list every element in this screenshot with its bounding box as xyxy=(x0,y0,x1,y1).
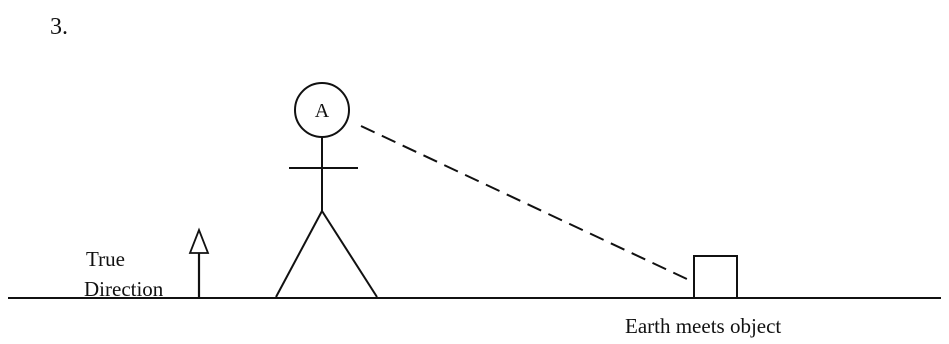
sight-line xyxy=(361,126,689,280)
object-box xyxy=(694,256,737,298)
stick-figure: A xyxy=(276,83,377,297)
true-direction-label-line1: True xyxy=(86,247,125,271)
up-arrow-icon xyxy=(190,230,208,297)
figure-right-leg xyxy=(322,211,377,297)
figure-left-leg xyxy=(276,211,322,297)
problem-number: 3. xyxy=(50,14,68,40)
ground-caption: Earth meets object xyxy=(625,314,781,338)
figure-label: A xyxy=(315,100,330,122)
true-direction-label-line2: Direction xyxy=(84,277,164,301)
